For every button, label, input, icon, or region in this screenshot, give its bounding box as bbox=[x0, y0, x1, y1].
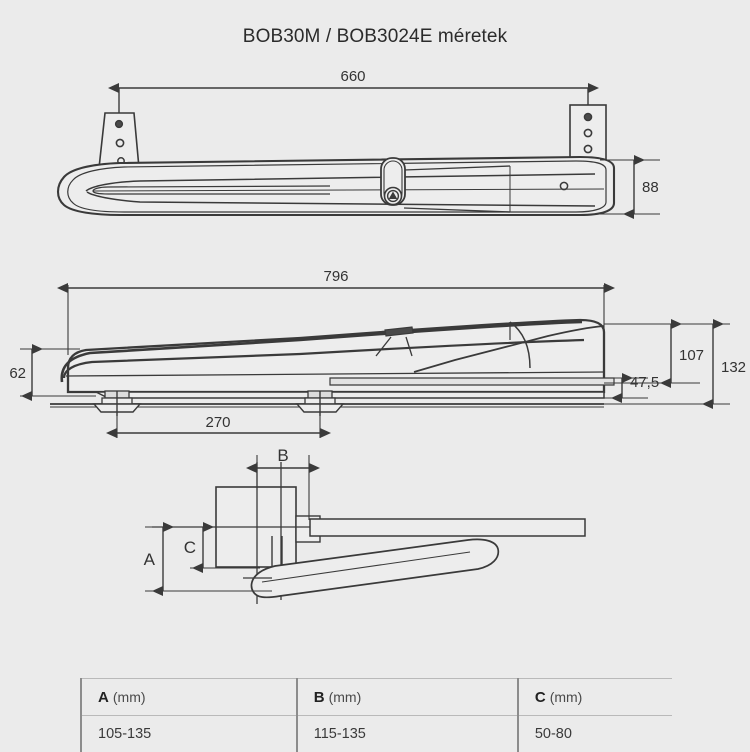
table-header-c: C (mm) bbox=[518, 679, 672, 716]
dimension-spec-table: A (mm) B (mm) C (mm) 105-135 115-135 50-… bbox=[80, 678, 672, 752]
header-letter-a: A bbox=[98, 689, 109, 706]
table-row: 105-135 115-135 50-80 bbox=[81, 716, 672, 752]
dim-label-796: 796 bbox=[323, 268, 348, 285]
dim-label-88: 88 bbox=[642, 179, 659, 196]
dim-label-660: 660 bbox=[340, 68, 365, 85]
dim-label-B: B bbox=[277, 446, 288, 465]
cell-c-value: 50-80 bbox=[518, 716, 672, 752]
table-header-row: A (mm) B (mm) C (mm) bbox=[81, 679, 672, 716]
dim-label-132: 132 bbox=[721, 359, 746, 376]
dim-label-C: C bbox=[184, 538, 196, 557]
cell-b-value: 115-135 bbox=[297, 716, 518, 752]
dim-label-62: 62 bbox=[9, 365, 26, 382]
side-view-group: 796 bbox=[9, 268, 746, 438]
table-header: A (mm) B (mm) C (mm) bbox=[81, 679, 672, 716]
operator-body-outline bbox=[58, 157, 614, 215]
table-header-a: A (mm) bbox=[81, 679, 297, 716]
header-unit-c: (mm) bbox=[550, 689, 583, 705]
dim-label-270: 270 bbox=[205, 414, 230, 431]
header-letter-b: B bbox=[314, 689, 325, 706]
table-header-b: B (mm) bbox=[297, 679, 518, 716]
dim-label-107: 107 bbox=[679, 347, 704, 364]
gate-leaf-rail bbox=[310, 519, 585, 536]
dim-label-A: A bbox=[144, 550, 156, 569]
header-letter-c: C bbox=[535, 689, 546, 706]
table-body: 105-135 115-135 50-80 bbox=[81, 716, 672, 752]
base-plate bbox=[96, 392, 604, 398]
header-unit-b: (mm) bbox=[329, 689, 362, 705]
top-view-group: 660 bbox=[58, 68, 660, 215]
mounting-detail-group: B A C bbox=[144, 446, 585, 604]
cell-a-value: 105-135 bbox=[81, 716, 297, 752]
header-unit-a: (mm) bbox=[113, 689, 146, 705]
